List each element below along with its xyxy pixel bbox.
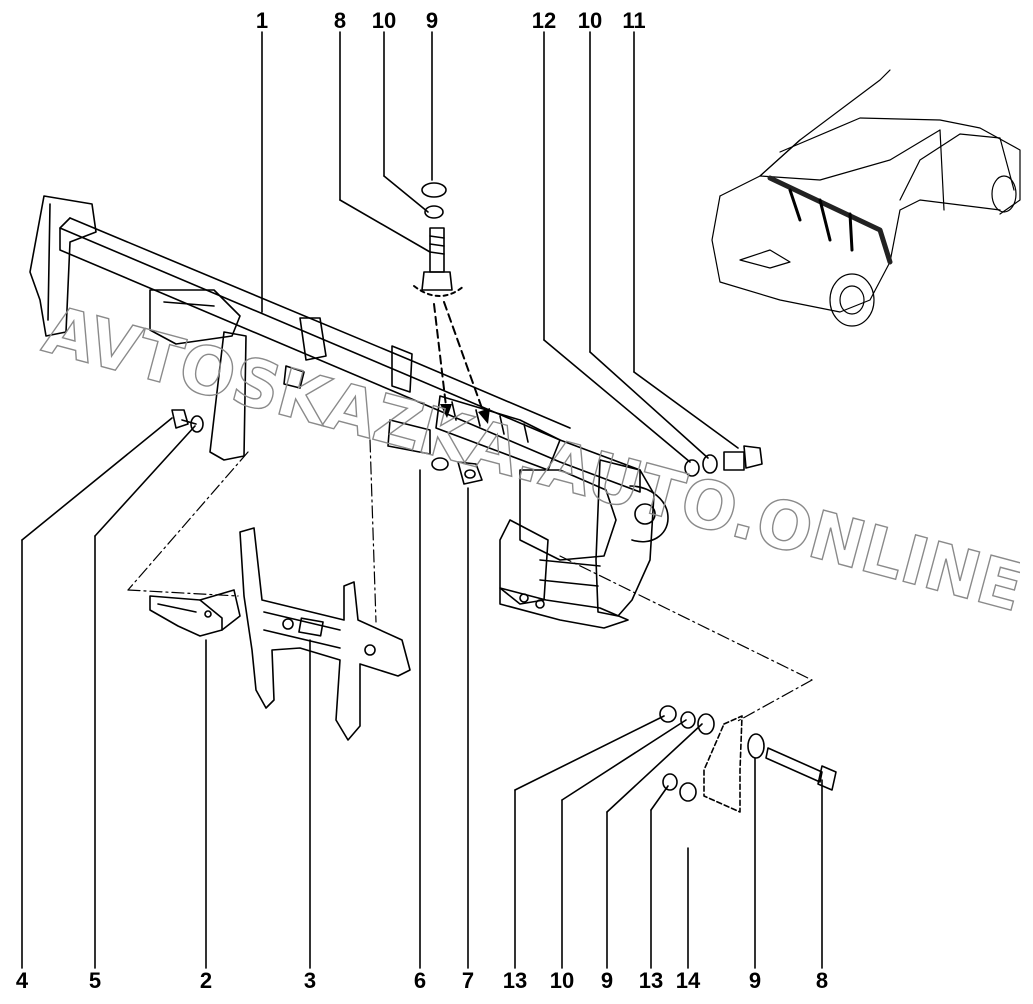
- callout-bottom-4: 4: [15, 968, 29, 993]
- washer-part-9-a: [697, 713, 715, 735]
- washer-part-9-b: [747, 733, 765, 759]
- leader-lines-top: [261, 31, 739, 463]
- nut-part-13-b: [662, 773, 678, 791]
- callout-bottom-8: 8: [815, 968, 829, 993]
- bracket-part-2: [149, 589, 241, 637]
- callout-bottom-7: 7: [461, 968, 475, 993]
- leader-lines-bottom: [21, 417, 823, 969]
- washer-part-9-top: [421, 182, 447, 198]
- callout-top-12: 12: [531, 8, 557, 33]
- washer-part-5: [190, 415, 204, 433]
- callout-top-11: 11: [622, 8, 646, 33]
- bolt-part-11: [723, 445, 763, 471]
- callout-bottom-6: 6: [413, 968, 427, 993]
- callout-bottom-13: 13: [502, 968, 528, 993]
- washer-part-6: [431, 457, 449, 471]
- steering-support-bracket: [499, 459, 669, 629]
- cross-member-beam: [29, 195, 641, 493]
- callout-bottom-9: 9: [600, 968, 614, 993]
- callout-bottom-13b: 13: [638, 968, 664, 993]
- callout-bottom-14: 14: [675, 968, 701, 993]
- insertion-arrows: [413, 285, 485, 415]
- screw-part-4: [171, 409, 197, 429]
- bolt-part-8-top: [421, 227, 453, 291]
- callout-bottom-2: 2: [199, 968, 213, 993]
- washer-part-10-bottom: [680, 711, 696, 729]
- washer-part-14: [679, 782, 697, 802]
- callout-bottom-9b: 9: [748, 968, 762, 993]
- nut-part-13-a: [659, 705, 677, 723]
- washer-part-12: [684, 459, 700, 477]
- callout-bottom-10: 10: [549, 968, 575, 993]
- washer-part-10-top: [424, 205, 444, 219]
- bracket-lug: [703, 715, 743, 813]
- bolt-part-8-bottom: [765, 747, 837, 791]
- nut-part-7: [457, 461, 483, 485]
- callout-top-10b: 10: [577, 8, 603, 33]
- support-plate-part-3: [239, 527, 411, 741]
- callout-top-1: 1: [255, 8, 269, 33]
- callout-top-8: 8: [333, 8, 347, 33]
- callout-bottom-3: 3: [303, 968, 317, 993]
- callout-bottom-5: 5: [88, 968, 102, 993]
- washer-part-10-right: [702, 454, 718, 474]
- callout-top-9: 9: [425, 8, 439, 33]
- car-inset-illustration: [711, 69, 1021, 327]
- callout-top-10: 10: [371, 8, 397, 33]
